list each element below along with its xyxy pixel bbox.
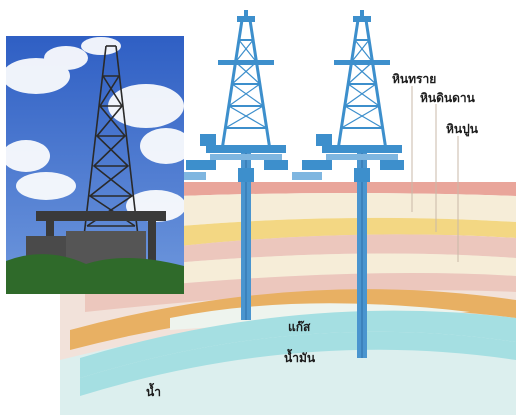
derrick-deck xyxy=(210,154,282,160)
derrick-platform-main xyxy=(206,145,286,153)
derrick-platform-upper xyxy=(218,60,274,65)
derrick-brace xyxy=(231,61,257,85)
derrick-right xyxy=(292,10,404,358)
label-leader-lines xyxy=(411,86,459,262)
derrick-engine-house xyxy=(200,134,216,146)
derrick-mast-top xyxy=(244,10,248,18)
layer-surface-rock xyxy=(180,182,516,196)
derrick-leg-left xyxy=(220,19,244,151)
label-water: น้ำ xyxy=(146,385,161,399)
derrick-leg-right xyxy=(248,19,272,151)
layer-cream-2 xyxy=(110,253,516,290)
derrick-brace xyxy=(228,83,261,107)
wellhead xyxy=(354,168,370,182)
label-shale: หินดินดาน xyxy=(420,91,475,105)
drilling-rig-photo xyxy=(6,36,184,294)
derrick-leg-right xyxy=(364,19,388,151)
label-oil: น้ำมัน xyxy=(284,351,316,365)
derrick-brace xyxy=(235,61,261,85)
derrick-pump xyxy=(186,160,216,170)
oil-zone xyxy=(80,310,516,378)
cap-rock-layer xyxy=(70,289,516,350)
derrick-brace xyxy=(347,83,380,107)
derrick-brace xyxy=(351,61,377,85)
oil-zone-lower xyxy=(80,331,516,396)
derrick-left xyxy=(176,10,288,320)
label-gas: แก๊ส xyxy=(288,320,311,334)
derrick-brace xyxy=(351,39,370,63)
layer-pink-1 xyxy=(140,234,516,266)
wellhead xyxy=(238,168,254,182)
derrick-brace xyxy=(341,105,380,129)
derrick-brace xyxy=(225,105,264,129)
label-sandstone: หินทราย xyxy=(392,72,437,86)
derrick-brace xyxy=(344,83,377,107)
derrick-brace xyxy=(354,39,373,63)
derrick-brace xyxy=(344,105,383,129)
derrick-crown xyxy=(237,16,255,22)
strata-layers xyxy=(60,182,516,415)
photo-clouds xyxy=(6,37,184,222)
photo-rig-tower xyxy=(83,45,139,237)
derrick-tank xyxy=(176,172,206,180)
derrick-tank xyxy=(292,172,322,180)
derrick-brace xyxy=(235,39,254,63)
layer-cream xyxy=(180,193,516,226)
derrick-brace xyxy=(347,61,373,85)
derrick-pump xyxy=(302,160,332,170)
derrick-brace xyxy=(238,39,257,63)
derrick-brace xyxy=(231,83,264,107)
derrick-deck xyxy=(326,154,398,160)
derrick-mast-top xyxy=(360,10,364,18)
derrick-engine-house xyxy=(316,134,332,146)
layer-yellow xyxy=(180,217,516,246)
photo-ground xyxy=(6,254,184,294)
derrick-platform-main xyxy=(322,145,402,153)
derrick-crown xyxy=(353,16,371,22)
derrick-platform-upper xyxy=(334,60,390,65)
derrick-side-unit xyxy=(380,160,404,170)
derrick-brace xyxy=(228,105,267,129)
derrick-leg-left xyxy=(336,19,360,151)
label-limestone: หินปูน xyxy=(446,122,478,136)
derrick-side-unit xyxy=(264,160,288,170)
